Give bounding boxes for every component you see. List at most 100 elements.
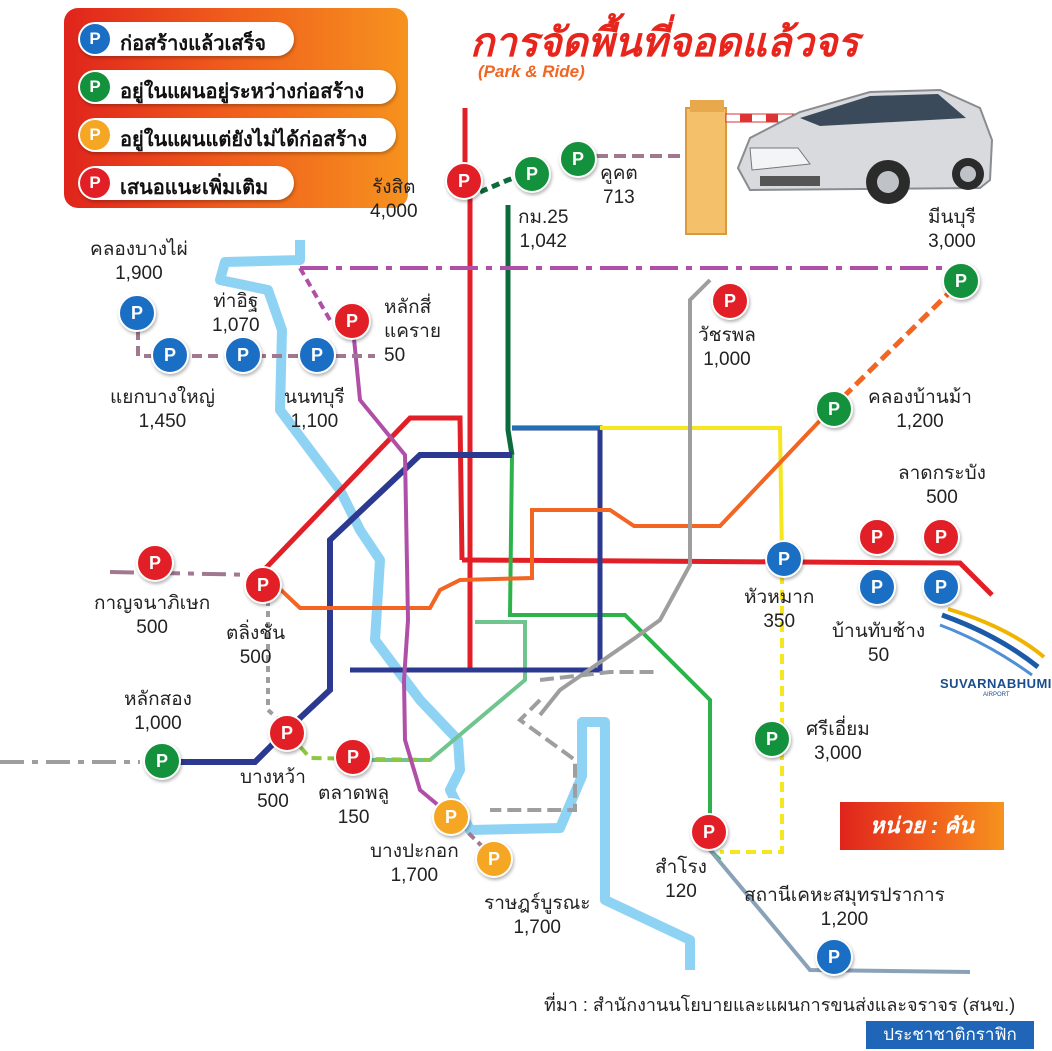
pin-nonthaburi[interactable]: P — [298, 336, 336, 374]
label-samut-prakan-tech: สถานีเคหะสมุทรปราการ 1,200 — [744, 884, 945, 932]
station-capacity: 50 — [384, 345, 406, 366]
station-name: บางหว้า — [240, 767, 306, 788]
label-nonthaburi: นนทบุรี 1,100 — [284, 386, 345, 434]
page-subtitle: (Park & Ride) — [478, 62, 585, 81]
pin-icon: P — [80, 24, 110, 54]
pin-khukhot[interactable]: P — [559, 140, 597, 178]
pin-icon: P — [80, 72, 110, 102]
pin-rangsit[interactable]: P — [445, 162, 483, 200]
pin-tha-it[interactable]: P — [224, 336, 262, 374]
station-capacity: 500 — [136, 617, 168, 638]
legend-item-proposed: P เสนอแนะเพิ่มเติม — [78, 166, 294, 200]
red-line-east — [461, 557, 994, 597]
station-name: บางปะกอก — [370, 841, 459, 862]
pin-lak-song[interactable]: P — [143, 742, 181, 780]
label-lak-si: หลักสี่ แคราย 50 — [384, 296, 441, 368]
station-name: ราษฎร์บูรณะ — [484, 893, 591, 914]
legend-item-planned: P อยู่ในแผนแต่ยังไม่ได้ก่อสร้าง — [78, 118, 396, 152]
label-bang-wa: บางหว้า 500 — [240, 766, 306, 814]
label-watcharaphon: วัชรพล 1,000 — [698, 324, 756, 372]
station-capacity: 1,070 — [212, 315, 260, 336]
station-capacity: 3,000 — [928, 231, 976, 252]
pin-khlong-ban-ma[interactable]: P — [815, 390, 853, 428]
pin-samrong[interactable]: P — [690, 813, 728, 851]
station-name: หลักสอง — [124, 689, 192, 710]
station-capacity: 1,450 — [138, 411, 187, 432]
label-khukhot: คูคต 713 — [600, 162, 638, 210]
pin-samut-prakan-tech[interactable]: P — [815, 938, 853, 976]
pin-minburi[interactable]: P — [942, 262, 980, 300]
label-tha-it: ท่าอิฐ 1,070 — [212, 290, 260, 338]
station-name: กาญจนาภิเษก — [94, 593, 211, 614]
dark-blue-line-2 — [350, 425, 603, 673]
yellow-dash-line — [720, 558, 784, 854]
station-name: หลักสี่ — [384, 297, 432, 318]
station-name: วัชรพล — [698, 325, 756, 346]
mauve-dash-west — [109, 570, 263, 577]
pin-ban-thap-chang-1[interactable]: P — [858, 568, 896, 606]
station-name: ตลิ่งชัน — [226, 623, 286, 644]
station-capacity: 1,700 — [513, 917, 561, 938]
station-capacity: 1,900 — [115, 263, 163, 284]
suvarnabhumi-logo — [939, 607, 1046, 677]
label-minburi: มีนบุรี 3,000 — [928, 206, 976, 254]
label-bang-pakok: บางปะกอก 1,700 — [370, 840, 459, 888]
station-name: หัวหมาก — [744, 587, 815, 608]
station-capacity: 1,200 — [820, 909, 869, 930]
pin-bang-pakok[interactable]: P — [432, 798, 470, 836]
label-km25: กม.25 1,042 — [518, 206, 568, 254]
label-samrong: สำโรง 120 — [655, 856, 707, 904]
grey-dash-taling — [266, 600, 292, 732]
station-capacity: 120 — [665, 881, 697, 902]
pin-si-iam[interactable]: P — [753, 720, 791, 758]
station-capacity: 713 — [603, 187, 635, 208]
pin-taling-chan[interactable]: P — [244, 566, 282, 604]
red-line-west — [260, 415, 465, 574]
legend-label: อยู่ในแผนอยู่ระหว่างก่อสร้าง — [120, 81, 365, 103]
station-name: นนทบุรี — [284, 387, 345, 408]
label-hua-mak: หัวหมาก 350 — [744, 586, 814, 634]
station-name: คูคต — [600, 163, 638, 184]
station-capacity: 1,200 — [896, 411, 944, 432]
station-name: แยกบางใหญ่ — [110, 387, 215, 408]
station-capacity: 50 — [868, 645, 890, 666]
station-capacity: 1,042 — [519, 231, 567, 252]
pin-lat-krabang-2[interactable]: P — [922, 518, 960, 556]
grey-line — [538, 278, 712, 717]
pin-bang-wa[interactable]: P — [268, 714, 306, 752]
station-name: ท่าอิฐ — [213, 291, 259, 312]
pin-icon: P — [80, 168, 110, 198]
pin-lak-si[interactable]: P — [333, 302, 371, 340]
orange-dash-line — [828, 280, 962, 412]
label-khlong-ban-ma: คลองบ้านม้า 1,200 — [868, 386, 972, 434]
pin-ban-thap-chang-2[interactable]: P — [922, 568, 960, 606]
pin-talat-phlu[interactable]: P — [334, 738, 372, 776]
station-name: รังสิต — [372, 177, 416, 198]
label-taling-chan: ตลิ่งชัน 500 — [226, 622, 285, 670]
pin-kanchanaphisek[interactable]: P — [136, 544, 174, 582]
label-rat-burana: ราษฎร์บูรณะ 1,700 — [484, 892, 590, 940]
label-yaek-bang-yai: แยกบางใหญ่ 1,450 — [110, 386, 215, 434]
label-lat-krabang: ลาดกระบัง 500 — [898, 462, 986, 510]
legend-item-completed: P ก่อสร้างแล้วเสร็จ — [78, 22, 294, 56]
pin-lat-krabang-1[interactable]: P — [858, 518, 896, 556]
airport-logo-text: SUVARNABHUMI — [940, 676, 1052, 691]
label-si-iam: ศรีเอี่ยม 3,000 — [806, 718, 870, 766]
pin-yaek-bang-yai[interactable]: P — [151, 336, 189, 374]
station-name: สำโรง — [655, 857, 707, 878]
pin-hua-mak[interactable]: P — [765, 540, 803, 578]
station-capacity: 150 — [337, 807, 370, 828]
pin-rat-burana[interactable]: P — [475, 840, 513, 878]
pin-khlong-bang-phai[interactable]: P — [118, 294, 156, 332]
label-kanchanaphisek: กาญจนาภิเษก 500 — [94, 592, 210, 640]
label-talat-phlu: ตลาดพลู 150 — [318, 782, 389, 830]
legend-label: เสนอแนะเพิ่มเติม — [120, 177, 269, 199]
station-name: สถานีเคหะสมุทรปราการ — [744, 885, 945, 906]
pin-watcharaphon[interactable]: P — [711, 282, 749, 320]
pin-km25[interactable]: P — [513, 155, 551, 193]
station-capacity: 500 — [257, 791, 289, 812]
station-capacity: 3,000 — [814, 743, 862, 764]
station-name: บ้านทับช้าง — [832, 621, 926, 642]
dark-green-line — [505, 205, 515, 456]
